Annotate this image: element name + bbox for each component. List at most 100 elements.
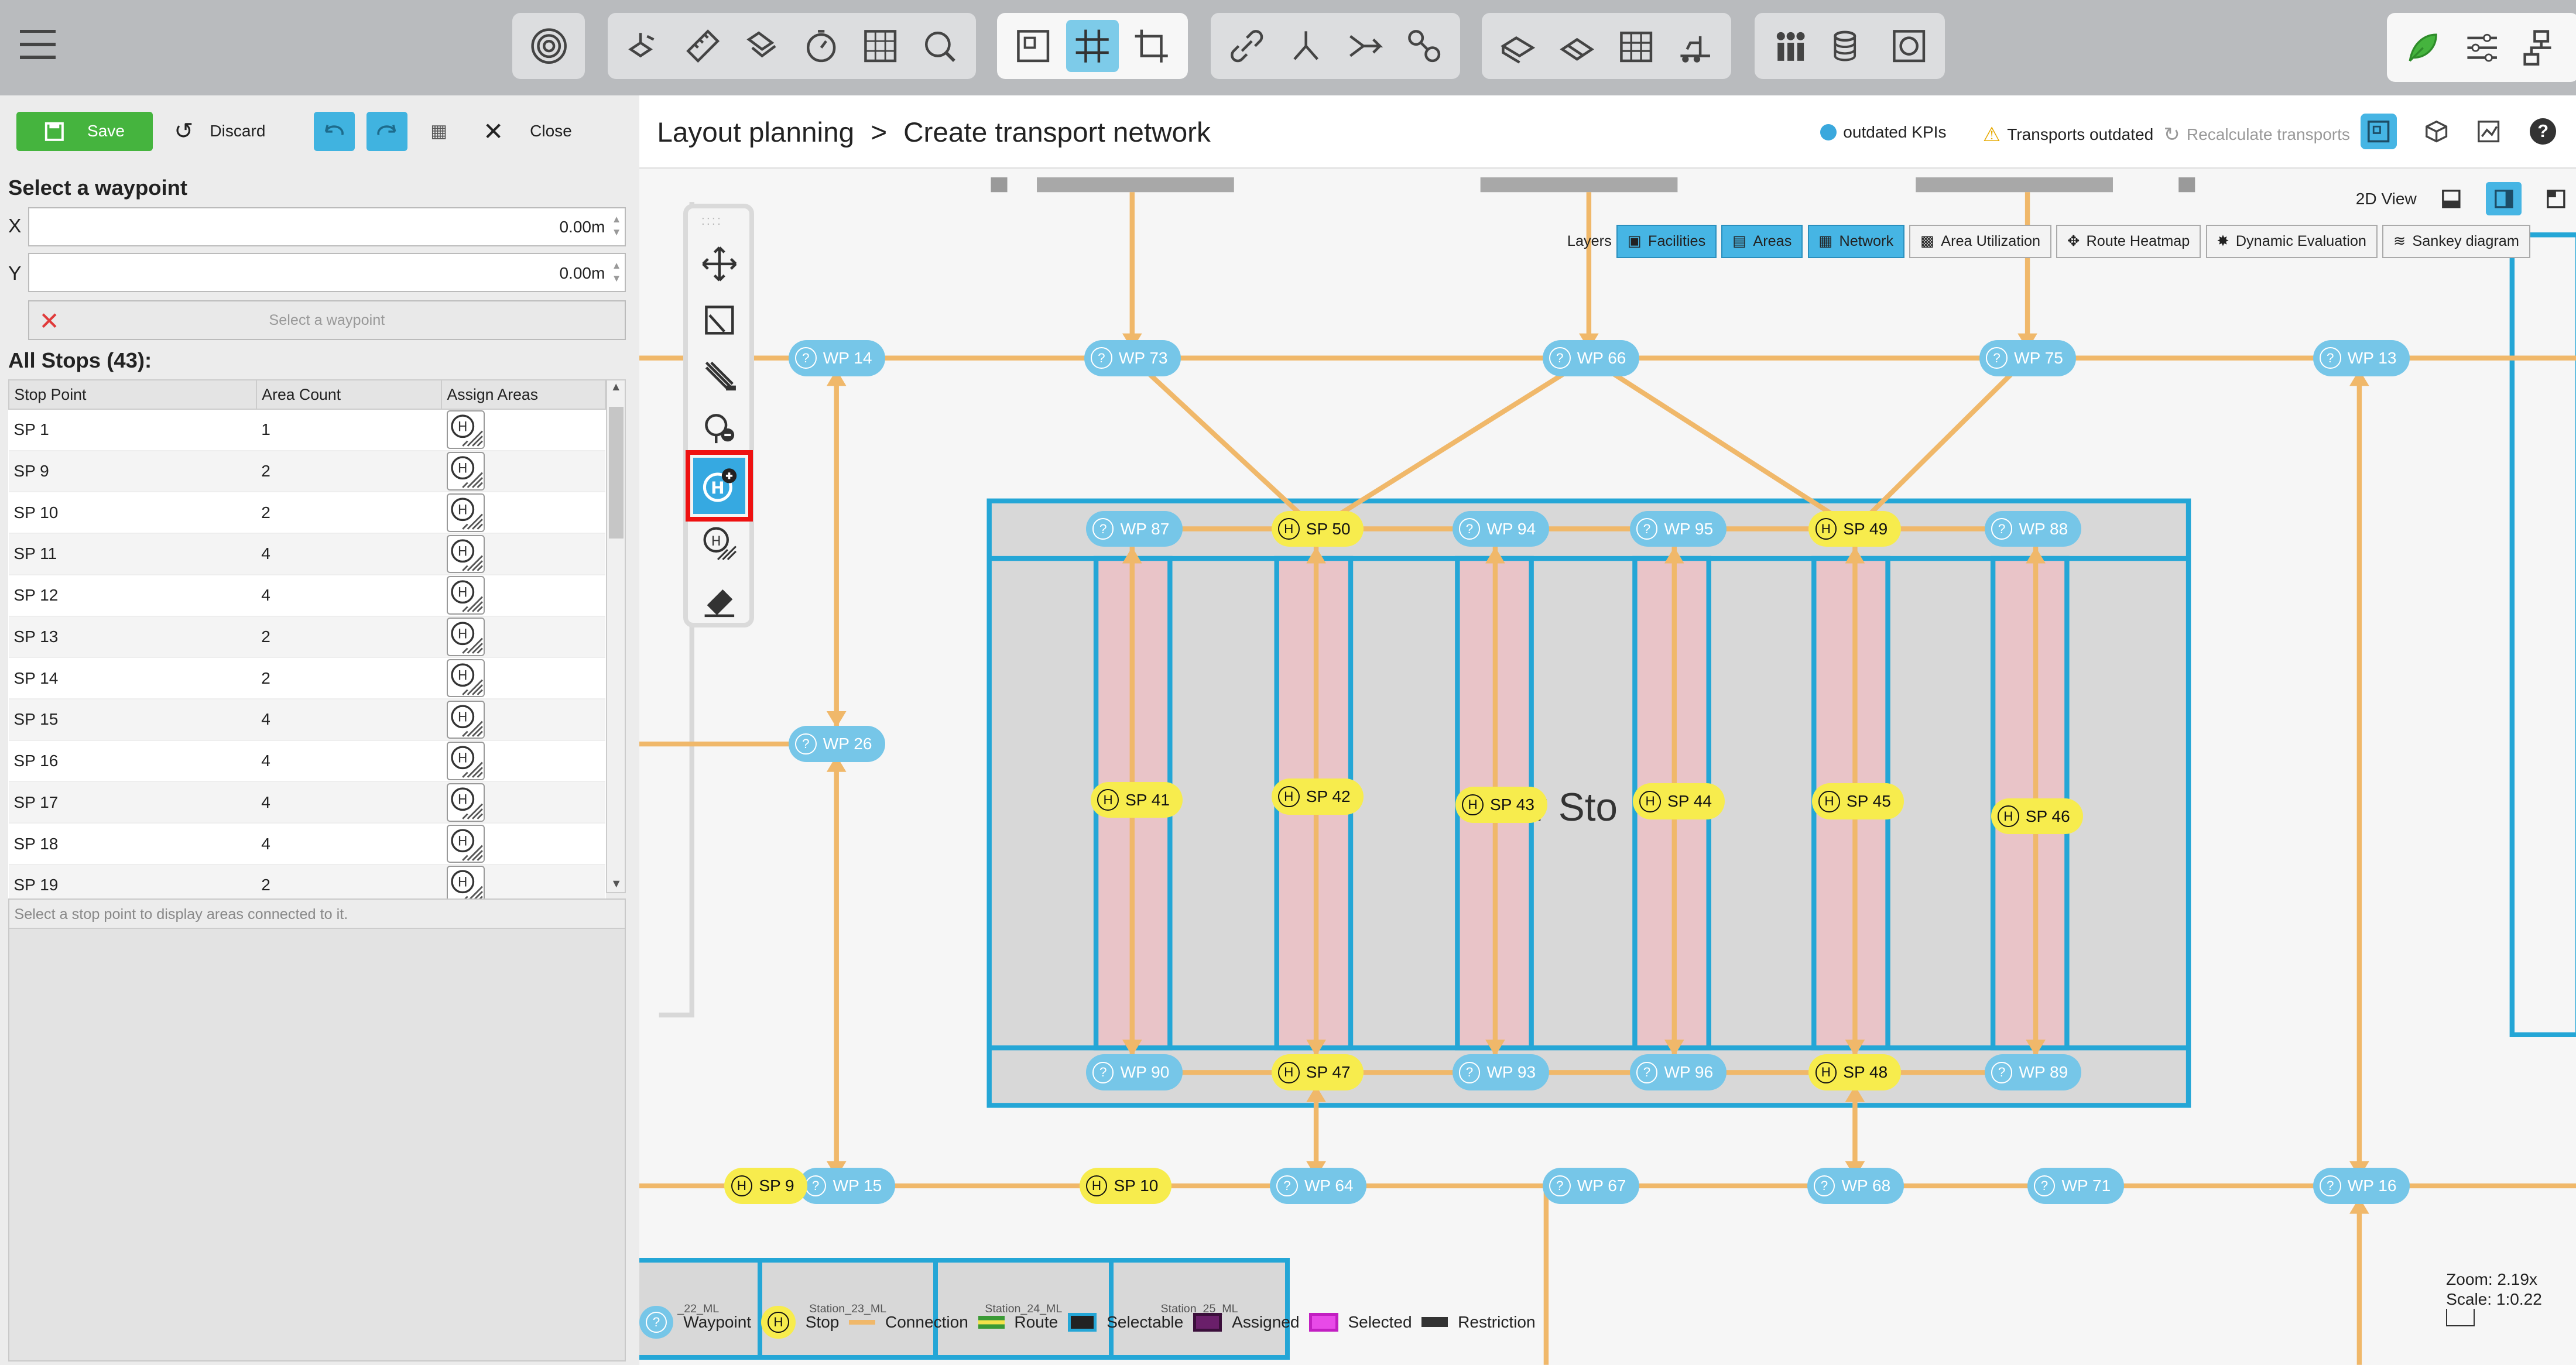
add-stop-tool-icon[interactable]: H xyxy=(685,450,754,522)
stops-scrollbar[interactable]: ▲ ▼ xyxy=(606,379,626,894)
grid-select-icon[interactable] xyxy=(854,20,907,73)
palette-grip[interactable]: :::: xyxy=(701,213,722,228)
chain-icon[interactable] xyxy=(1398,20,1451,73)
layer-sankey-diagram-toggle[interactable]: ≋Sankey diagram xyxy=(2382,225,2530,258)
waypoint-node[interactable]: ?WP 87 xyxy=(1085,510,1183,547)
assign-areas-icon[interactable]: H xyxy=(446,534,485,574)
waypoint-node[interactable]: ?WP 96 xyxy=(1629,1054,1727,1091)
assign-areas-icon[interactable]: H xyxy=(446,866,485,905)
scroll-thumb[interactable] xyxy=(609,407,624,539)
assign-area-tool-icon[interactable]: H xyxy=(696,520,742,567)
merge-arrow-icon[interactable] xyxy=(1339,20,1392,73)
station-area[interactable]: Station_25_ML xyxy=(1114,1258,1290,1360)
redo-button[interactable] xyxy=(366,111,407,152)
waypoint-node[interactable]: ?WP 67 xyxy=(1542,1168,1639,1204)
breadcrumb-parent[interactable]: Layout planning xyxy=(657,117,855,149)
menu-icon[interactable] xyxy=(19,29,56,60)
workers-icon[interactable] xyxy=(1765,20,1817,73)
single-view-button[interactable] xyxy=(2433,182,2469,215)
column-header-stop-point[interactable]: Stop Point xyxy=(8,379,257,410)
split-view-button[interactable] xyxy=(2485,182,2522,215)
conveyor-icon[interactable] xyxy=(1551,20,1604,73)
waypoint-node[interactable]: ?WP 93 xyxy=(1452,1054,1549,1091)
group-tool-button[interactable]: ▦ xyxy=(430,112,447,151)
scroll-up-icon[interactable]: ▲ xyxy=(610,380,622,394)
layer-dynamic-evaluation-toggle[interactable]: ✸Dynamic Evaluation xyxy=(2205,225,2378,258)
x-input[interactable]: 0.00m ▲▼ xyxy=(28,207,626,246)
crop-icon[interactable] xyxy=(1125,20,1178,73)
select-waypoint-button[interactable]: ✕ Select a waypoint xyxy=(28,300,626,340)
undo-button[interactable] xyxy=(313,111,355,152)
layer-network-toggle[interactable]: ▦Network xyxy=(1807,225,1904,258)
assign-areas-icon[interactable]: H xyxy=(446,700,485,739)
transports-outdated-status[interactable]: ⚠ Transports outdated xyxy=(1983,123,2153,146)
layer-route-heatmap-toggle[interactable]: ✥Route Heatmap xyxy=(2056,225,2201,258)
scroll-down-icon[interactable]: ▼ xyxy=(611,877,622,890)
leaf-icon[interactable] xyxy=(2397,21,2450,74)
recalculate-transports-button[interactable]: ↻ Recalculate transports xyxy=(2163,123,2349,146)
x-spinner[interactable]: ▲▼ xyxy=(611,213,622,238)
waypoint-node[interactable]: ?WP 15 xyxy=(798,1168,895,1204)
waypoint-node[interactable]: ?WP 16 xyxy=(2313,1168,2410,1204)
waypoint-node[interactable]: ?WP 73 xyxy=(1084,339,1181,376)
target-frame-icon[interactable] xyxy=(1883,20,1936,73)
waypoint-node[interactable]: ?WP 64 xyxy=(1270,1168,1367,1204)
waypoint-node[interactable]: ?WP 26 xyxy=(788,726,885,762)
cancel-selection-icon[interactable]: ✕ xyxy=(39,307,60,335)
save-button[interactable]: Save xyxy=(16,111,153,152)
coins-icon[interactable] xyxy=(1824,20,1876,73)
chart-button[interactable] xyxy=(2471,114,2507,150)
close-button[interactable]: ✕ Close xyxy=(483,112,572,151)
layer-area-utilization-toggle[interactable]: ▩Area Utilization xyxy=(1909,225,2051,258)
waypoint-node[interactable]: ?WP 89 xyxy=(1984,1054,2081,1091)
ruler-icon[interactable] xyxy=(677,20,729,73)
waypoint-node[interactable]: ?WP 71 xyxy=(2027,1168,2124,1204)
assign-areas-icon[interactable]: H xyxy=(446,824,485,863)
timer-icon[interactable] xyxy=(795,20,848,73)
assign-areas-icon[interactable]: H xyxy=(446,452,485,491)
waypoint-node[interactable]: ?WP 68 xyxy=(1807,1168,1904,1204)
select-shape-tool-icon[interactable] xyxy=(696,297,742,343)
assign-areas-icon[interactable]: H xyxy=(446,576,485,615)
assign-areas-icon[interactable]: H xyxy=(446,659,485,698)
column-header-area-count[interactable]: Area Count xyxy=(255,379,443,410)
hierarchy-icon[interactable] xyxy=(2515,21,2568,74)
station-area[interactable]: Station_23_ML xyxy=(762,1258,938,1360)
waypoint-node[interactable]: ?WP 88 xyxy=(1984,510,2081,547)
settings-sliders-icon[interactable] xyxy=(2456,21,2509,74)
assign-areas-icon[interactable]: H xyxy=(446,742,485,780)
outdated-kpis-status[interactable]: outdated KPIs xyxy=(1820,123,1947,142)
assign-areas-icon[interactable]: H xyxy=(446,618,485,656)
shelf-icon[interactable] xyxy=(1610,20,1663,73)
y-input[interactable]: 0.00m ▲▼ xyxy=(28,253,626,293)
waypoint-node[interactable]: ?WP 13 xyxy=(2313,339,2410,376)
column-header-assign-areas[interactable]: Assign Areas xyxy=(441,379,607,410)
copy-shapes-icon[interactable] xyxy=(736,20,789,73)
network-grid-icon[interactable] xyxy=(1066,19,1119,73)
waypoint-node[interactable]: ?WP 95 xyxy=(1629,510,1727,547)
waypoint-node[interactable]: ?WP 14 xyxy=(788,339,885,376)
transport-icon[interactable] xyxy=(1492,20,1544,73)
3d-cube-button[interactable] xyxy=(2418,114,2454,150)
waypoint-node[interactable]: ?WP 90 xyxy=(1085,1054,1183,1091)
layout-canvas[interactable]: r Sto :::: H H 2D View Layers xyxy=(639,169,2576,1365)
waypoint-node[interactable]: ?WP 66 xyxy=(1542,339,1639,376)
analysis-target-icon[interactable] xyxy=(522,20,575,73)
y-spinner[interactable]: ▲▼ xyxy=(611,259,622,284)
